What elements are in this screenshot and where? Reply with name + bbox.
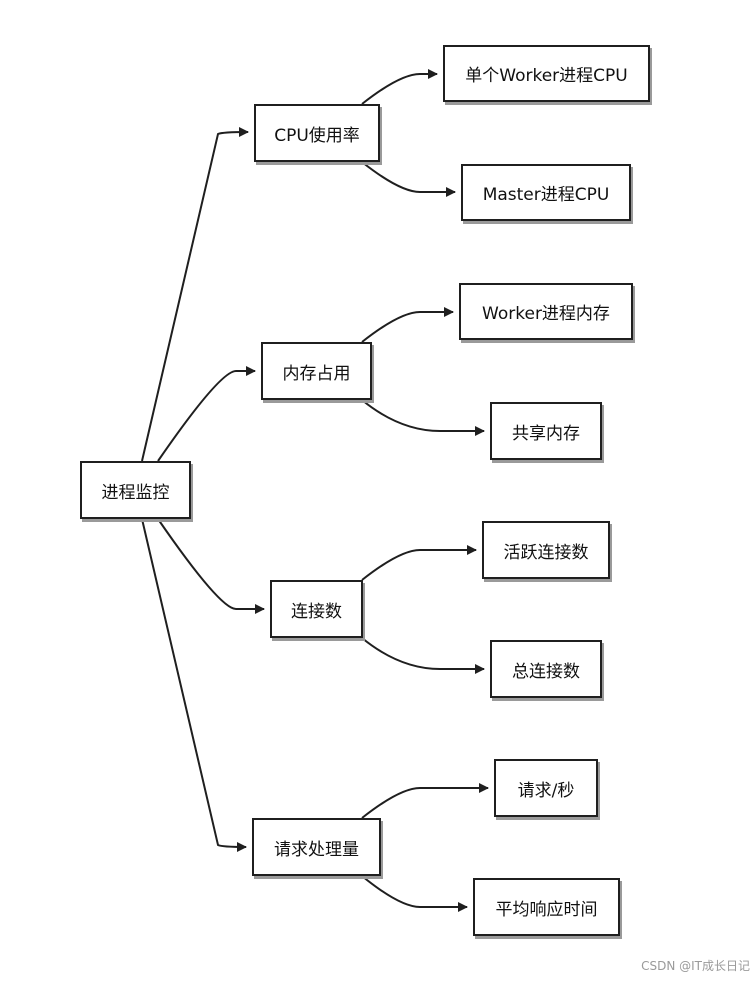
root-label: 进程监控 <box>101 482 170 503</box>
branch-node-connections: 连接数 <box>270 580 363 638</box>
leaf-label: 总连接数 <box>512 661 580 682</box>
edge-root-to-connections <box>157 518 265 614</box>
edge-requests-to-per-second <box>361 783 489 819</box>
leaf-label: Worker进程内存 <box>482 304 610 324</box>
watermark: CSDN @IT成长日记 <box>641 959 750 973</box>
edge-root-to-requests <box>141 518 247 852</box>
leaf-label: Master进程CPU <box>482 185 610 205</box>
leaf-node-worker-cpu: 单个Worker进程CPU <box>443 45 650 102</box>
edge-root-to-cpu <box>141 127 249 462</box>
leaf-label: 请求/秒 <box>517 780 575 801</box>
branch-node-cpu: CPU使用率 <box>254 104 380 162</box>
edge-root-to-memory <box>157 366 256 462</box>
leaf-node-master-cpu: Master进程CPU <box>461 164 631 221</box>
edge-cpu-to-master-cpu <box>361 161 456 197</box>
leaf-label: 共享内存 <box>512 423 580 444</box>
branch-label: 连接数 <box>291 601 342 622</box>
root-node: 进程监控 <box>80 461 191 519</box>
leaf-label: 平均响应时间 <box>495 899 598 920</box>
leaf-node-requests-per-second: 请求/秒 <box>494 759 598 817</box>
edge-connections-to-total <box>361 637 485 674</box>
branch-label: 内存占用 <box>282 363 351 384</box>
branch-label: CPU使用率 <box>274 125 360 146</box>
leaf-node-total-connections: 总连接数 <box>490 640 602 698</box>
branch-node-requests: 请求处理量 <box>252 818 381 876</box>
edge-cpu-to-worker-cpu <box>361 69 438 105</box>
branch-label: 请求处理量 <box>274 839 359 860</box>
leaf-node-avg-response-time: 平均响应时间 <box>473 878 620 936</box>
edge-memory-to-shared-memory <box>361 399 485 436</box>
leaf-node-shared-memory: 共享内存 <box>490 402 602 460</box>
edge-memory-to-worker-memory <box>361 307 454 343</box>
leaf-node-active-connections: 活跃连接数 <box>482 521 610 579</box>
leaf-label: 单个Worker进程CPU <box>465 66 628 86</box>
branch-node-memory: 内存占用 <box>261 342 372 400</box>
edge-connections-to-active <box>361 545 477 581</box>
leaf-label: 活跃连接数 <box>503 542 589 563</box>
edge-requests-to-response-time <box>361 875 468 912</box>
leaf-node-worker-memory: Worker进程内存 <box>459 283 633 340</box>
